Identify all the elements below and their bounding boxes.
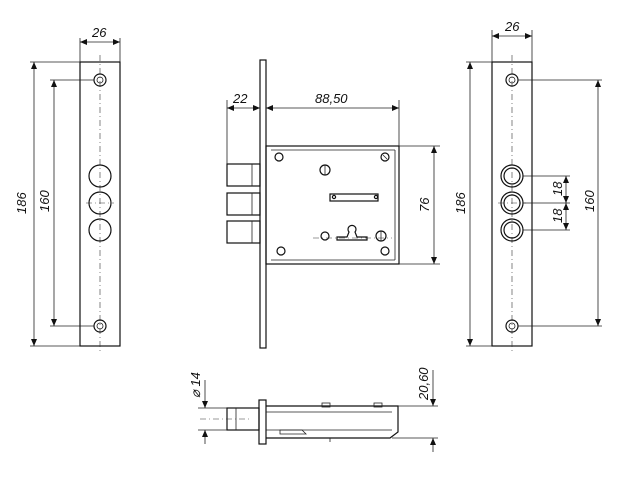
- left-bolt-hole-1: [88, 164, 112, 188]
- dim-bolt-pitch-upper: 18: [550, 181, 565, 196]
- bottom-faceplate-edge: [258, 399, 267, 445]
- left-faceplate-view: 26 186 160: [14, 25, 121, 352]
- dim-faceplate-width-right: 26: [504, 19, 520, 34]
- bolt-1: [226, 163, 261, 187]
- bolt-slot: [329, 193, 379, 202]
- dim-body-depth: 88,50: [315, 91, 348, 106]
- left-bolt-hole-3: [88, 218, 112, 242]
- keyhole: [336, 224, 368, 241]
- dim-hole-spacing-right: 160: [582, 190, 597, 212]
- bottom-view: ⌀ 14 20,60: [188, 367, 438, 452]
- dim-body-height: 76: [417, 197, 432, 212]
- bolt-3: [226, 220, 261, 244]
- dim-bolt-pitch-lower: 18: [550, 208, 565, 223]
- lock-case: [265, 145, 400, 265]
- lock-body-view: 22 88,50 76: [226, 59, 440, 349]
- dim-bottom-thickness: 20,60: [416, 367, 431, 401]
- dim-faceplate-width-left: 26: [91, 25, 107, 40]
- right-faceplate-view: 26 186 160 18 18: [453, 19, 602, 352]
- dim-backset: 22: [232, 91, 248, 106]
- center-faceplate-edge: [259, 59, 267, 349]
- bolt-2: [226, 192, 261, 216]
- dim-hole-spacing-left: 160: [37, 190, 52, 212]
- dim-overall-height-right: 186: [453, 192, 468, 214]
- dim-bolt-diameter: ⌀ 14: [188, 372, 203, 398]
- dim-overall-height-left: 186: [14, 192, 29, 214]
